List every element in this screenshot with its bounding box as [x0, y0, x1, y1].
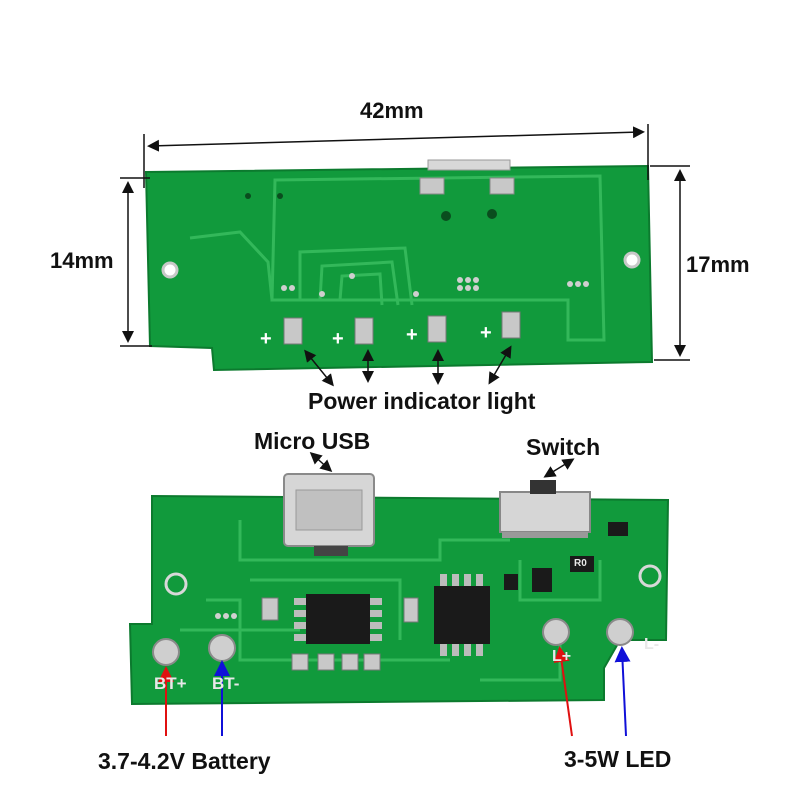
- battery-label: 3.7-4.2V Battery: [98, 748, 271, 774]
- right-height-label: 17mm: [686, 252, 750, 277]
- silk-l-minus: L-: [644, 636, 660, 653]
- dimension-lines-top: [120, 124, 690, 387]
- silk-plus-1: +: [260, 328, 272, 350]
- solder-pads: [152, 618, 634, 666]
- silk-plus-3: +: [406, 324, 418, 346]
- slide-switch: [499, 480, 591, 538]
- indicator-led-pads: [283, 311, 521, 345]
- silk-plus-4: +: [480, 322, 492, 344]
- silk-l-plus: L+: [552, 648, 572, 665]
- switch-label: Switch: [526, 434, 601, 460]
- silk-plus-2: +: [332, 328, 344, 350]
- battery-polarity-arrows: [158, 660, 230, 736]
- bottom-pcb-board: [128, 473, 670, 706]
- micro-usb-connector: [283, 473, 375, 556]
- top-pcb-board: [144, 159, 654, 372]
- silk-bt-plus: BT+: [154, 674, 187, 693]
- left-height-label: 14mm: [50, 248, 114, 273]
- ic-chips: [294, 522, 628, 656]
- led-label: 3-5W LED: [564, 746, 672, 772]
- led-polarity-arrows: [553, 646, 631, 737]
- callout-arrows-bottom: [309, 452, 575, 478]
- micro-usb-label: Micro USB: [254, 428, 371, 454]
- silk-r0: R0: [574, 558, 587, 569]
- power-indicator-label: Power indicator light: [308, 388, 536, 414]
- width-label: 42mm: [360, 98, 424, 123]
- silk-bt-minus: BT-: [212, 674, 240, 693]
